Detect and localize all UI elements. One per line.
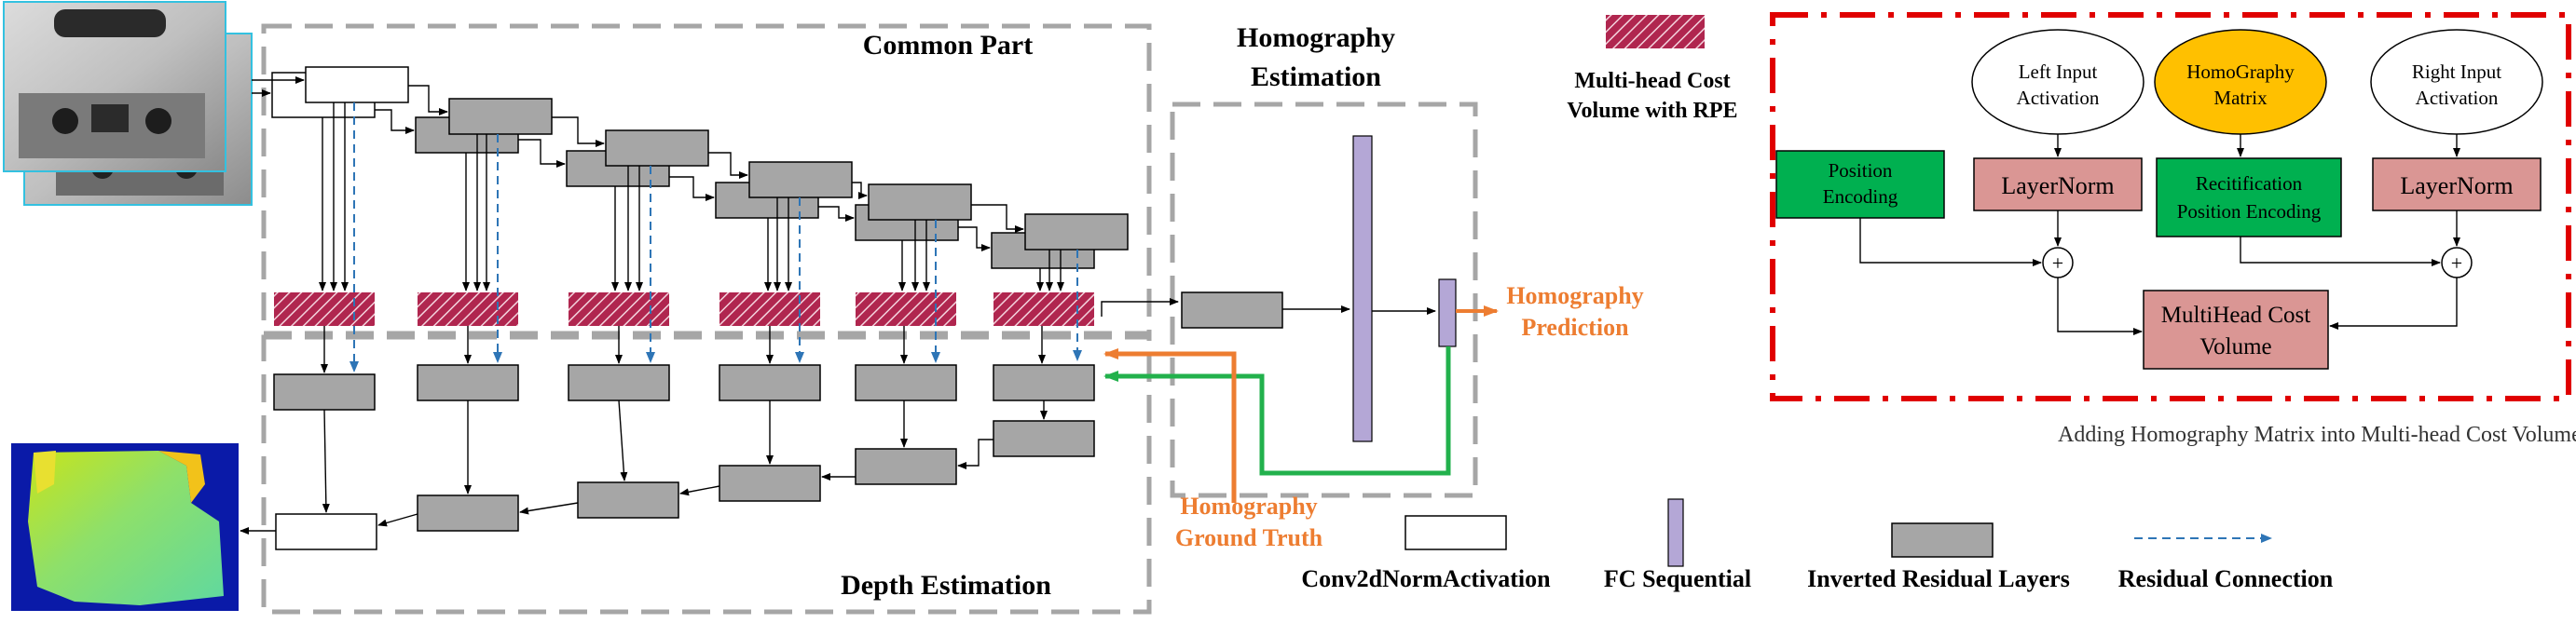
- dec-block-9: [719, 465, 821, 502]
- conv-block-1a: [305, 66, 409, 103]
- right-input-line1: Right Input: [2412, 61, 2501, 83]
- detail-caption: Adding Homography Matrix into Multi-head…: [2058, 423, 2576, 447]
- inv-block-6a: [1024, 213, 1129, 251]
- position-encoding-line2: Encoding: [1823, 185, 1898, 208]
- common-part-frame: [261, 23, 1152, 336]
- cost-volume-6: [993, 292, 1094, 326]
- dec-block-2: [417, 364, 519, 401]
- dec-block-6: [993, 364, 1095, 401]
- multihead-line1: MultiHead Cost: [2161, 303, 2310, 328]
- common-part-title: Common Part: [863, 30, 1033, 61]
- legend-fc-swatch: [1667, 498, 1684, 567]
- rectification-box: [2156, 157, 2342, 237]
- dec-conv-output: [275, 513, 377, 550]
- depth-estimation-frame: [261, 334, 1152, 615]
- depth-map-output: [11, 443, 239, 611]
- homography-prediction-line1: Homography: [1506, 282, 1643, 309]
- plus-right-label: +: [2451, 251, 2462, 275]
- cost-volume-legend-line1: Multi-head Cost: [1574, 69, 1730, 93]
- dec-block-10: [577, 481, 679, 519]
- cost-volume-legend-line2: Volume with RPE: [1567, 99, 1737, 123]
- legend-inverted-swatch: [1891, 522, 1994, 558]
- inv-block-3a: [605, 129, 709, 167]
- position-encoding-box: [1775, 150, 1945, 219]
- cost-volume-legend-swatch: [1606, 15, 1705, 48]
- rectification-line1: Recitification: [2196, 172, 2303, 195]
- fc-sequential-small: [1438, 278, 1457, 347]
- cost-volume-5: [856, 292, 956, 326]
- homography-title-line1: Homography: [1237, 22, 1395, 53]
- plus-left-label: +: [2052, 251, 2063, 275]
- layernorm-right-box: [2372, 157, 2542, 211]
- detail-panel: Left Input Activation HomoGraphy Matrix …: [1770, 12, 2576, 447]
- layernorm-left-box: [1973, 157, 2143, 211]
- encoder-blocks: [271, 66, 1129, 269]
- inv-block-2a: [448, 98, 553, 135]
- dec-block-8: [855, 448, 957, 485]
- legend: Conv2dNormActivation FC Sequential Inver…: [1301, 498, 2334, 592]
- input-image-front: [3, 1, 226, 172]
- homography-ground-truth-line1: Homography: [1180, 493, 1317, 520]
- cost-volume-3: [569, 292, 669, 326]
- left-input-line1: Left Input: [2019, 61, 2098, 83]
- homography-branch: [1101, 135, 1499, 503]
- encoder-to-cost-lines: [319, 102, 1064, 291]
- ground-truth-arrow: [1103, 348, 1237, 503]
- homography-matrix-line2: Matrix: [2213, 87, 2268, 109]
- layernorm-left-label: LayerNorm: [2001, 172, 2114, 199]
- detail-connections: [1859, 134, 2460, 335]
- multihead-cost-volume-box: [2143, 290, 2329, 370]
- right-input-line2: Activation: [2416, 87, 2499, 109]
- depth-estimation-title: Depth Estimation: [841, 570, 1051, 601]
- homography-title-line2: Estimation: [1251, 61, 1381, 92]
- legend-conv-label: Conv2dNormActivation: [1301, 565, 1551, 592]
- legend-residual-label: Residual Connection: [2118, 565, 2334, 592]
- dec-block-4: [719, 364, 821, 401]
- dec-block-7: [993, 420, 1095, 457]
- homography-feedback-arrow: [1103, 346, 1451, 476]
- homography-ground-truth-line2: Ground Truth: [1175, 524, 1323, 551]
- dec-block-11: [417, 494, 519, 532]
- left-input-line2: Activation: [2017, 87, 2100, 109]
- residual-connections: [349, 102, 1082, 372]
- cost-volume-2: [418, 292, 518, 326]
- legend-fc-label: FC Sequential: [1604, 565, 1751, 592]
- cost-to-decoder-lines: [321, 326, 1046, 373]
- cost-to-homography-line: [1101, 301, 1156, 317]
- cost-volume-row: [274, 292, 1094, 326]
- homography-matrix-line1: HomoGraphy: [2186, 61, 2295, 83]
- legend-conv-swatch: [1404, 515, 1507, 550]
- legend-inverted-label: Inverted Residual Layers: [1807, 565, 2070, 592]
- encoder-connections: [252, 76, 1024, 251]
- dec-block-1: [273, 373, 376, 411]
- inv-block-4a: [748, 161, 853, 198]
- position-encoding-line1: Position: [1829, 159, 1893, 182]
- layernorm-right-label: LayerNorm: [2400, 172, 2513, 199]
- decoder-connections: [240, 400, 1048, 535]
- rectification-line2: Position Encoding: [2177, 200, 2322, 223]
- multihead-line2: Volume: [2199, 334, 2271, 359]
- inv-block-5a: [868, 183, 972, 221]
- fc-sequential-large: [1352, 135, 1373, 442]
- cost-volume-1: [274, 292, 375, 326]
- dec-block-5: [855, 364, 957, 401]
- homography-inv-block: [1181, 291, 1283, 329]
- dec-block-3: [568, 364, 670, 401]
- cost-volume-4: [719, 292, 820, 326]
- decoder-blocks: [273, 364, 1095, 550]
- detail-red-frame: [1770, 12, 2571, 401]
- homography-prediction-line2: Prediction: [1521, 314, 1629, 341]
